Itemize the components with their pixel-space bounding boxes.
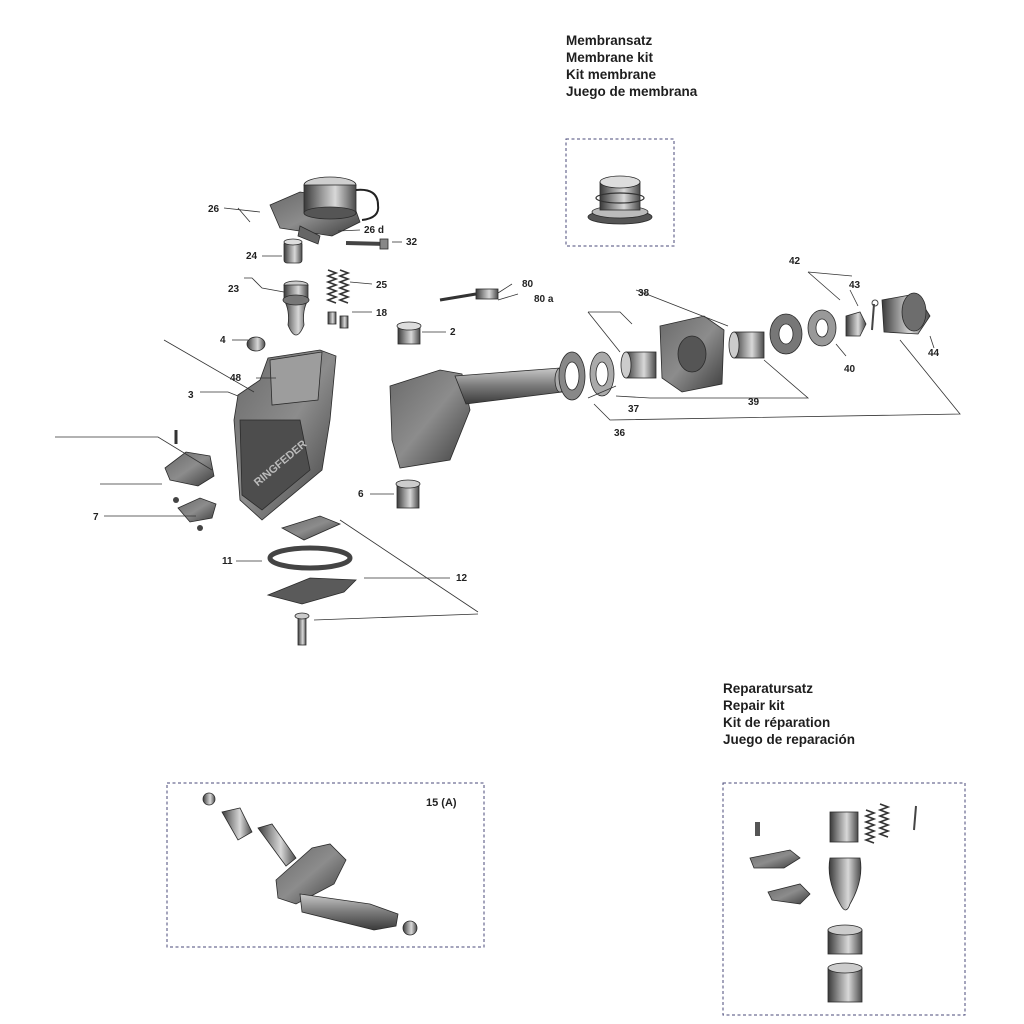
repair-kit-title-en: Repair kit	[723, 698, 785, 713]
part-39-bushing-left	[620, 351, 657, 379]
part-2-bushing	[396, 321, 422, 345]
part-11-ring	[267, 545, 353, 571]
callout-7: 7	[93, 512, 99, 523]
callout-80: 80	[522, 279, 534, 290]
repair-kit-title-fr: Kit de réparation	[723, 715, 831, 730]
part-80-sensor	[439, 288, 499, 302]
part-3-coupling-body: RINGFEDER	[233, 349, 337, 521]
callout-4: 4	[220, 335, 226, 346]
callout-80a: 80 a	[534, 294, 554, 305]
drawbar-fork	[389, 367, 566, 469]
part-7-jaw	[164, 430, 217, 531]
callout-42: 42	[789, 256, 801, 267]
part-43-pin	[871, 299, 879, 331]
detail-15a-box	[166, 782, 485, 948]
callout-38: 38	[638, 288, 650, 299]
callout-6: 6	[358, 489, 364, 500]
callout-48: 48	[230, 373, 242, 384]
callout-3: 3	[188, 390, 194, 401]
membrane-kit-title-fr: Kit membrane	[566, 67, 657, 82]
repair-kit-title-de: Reparatursatz	[723, 681, 814, 696]
leader-lines	[55, 207, 961, 621]
membrane-kit-image	[587, 175, 653, 225]
repair-kit-heading: Reparatursatz Repair kit Kit de réparati…	[723, 680, 855, 748]
membrane-kit-box	[565, 138, 675, 247]
callout-36: 36	[614, 428, 626, 439]
part-44-cap	[881, 292, 931, 335]
callout-40: 40	[844, 364, 856, 375]
detail-15a-parts	[202, 792, 418, 936]
part-23-coupling-pin	[282, 280, 310, 336]
repair-kit-box	[722, 782, 966, 1016]
membrane-kit-title-en: Membrane kit	[566, 50, 654, 65]
part-18-screws	[327, 311, 349, 329]
part-36-ring	[558, 351, 586, 401]
part-washer-a	[769, 313, 803, 355]
callout-23: 23	[228, 284, 240, 295]
membrane-kit-title-de: Membransatz	[566, 33, 653, 48]
callout-2: 2	[450, 327, 456, 338]
callout-24: 24	[246, 251, 258, 262]
callout-25: 25	[376, 280, 388, 291]
part-25-springs	[325, 269, 351, 304]
callout-44: 44	[928, 348, 940, 359]
part-6-bushing	[395, 479, 421, 509]
repair-kit-title-es: Juego de reparación	[723, 732, 856, 747]
membrane-kit-title-es: Juego de membrana	[566, 84, 698, 99]
part-12-plates	[266, 515, 357, 646]
callout-18: 18	[376, 308, 388, 319]
part-26-membrane-housing	[269, 176, 380, 245]
part-39-bushing-right	[728, 331, 765, 359]
callout-26: 26	[208, 204, 220, 215]
part-24-bushing	[283, 238, 303, 264]
repair-kit-parts	[749, 803, 917, 1003]
part-32-bolt	[345, 238, 389, 250]
part-40-nut	[845, 311, 867, 337]
callout-32: 32	[406, 237, 418, 248]
membrane-kit-heading: Membransatz Membrane kit Kit membrane Ju…	[566, 32, 697, 100]
part-38-housing	[659, 315, 725, 393]
part-4-plug	[246, 336, 266, 352]
part-37-ring	[589, 351, 615, 397]
callout-43: 43	[849, 280, 861, 291]
callout-39: 39	[748, 397, 760, 408]
callout-37: 37	[628, 404, 640, 415]
callout-12: 12	[456, 573, 468, 584]
callout-26d: 26 d	[364, 225, 384, 236]
part-washer-b	[807, 309, 837, 347]
callout-11: 11	[222, 556, 233, 567]
detail-15a-label: 15 (A)	[426, 797, 457, 809]
